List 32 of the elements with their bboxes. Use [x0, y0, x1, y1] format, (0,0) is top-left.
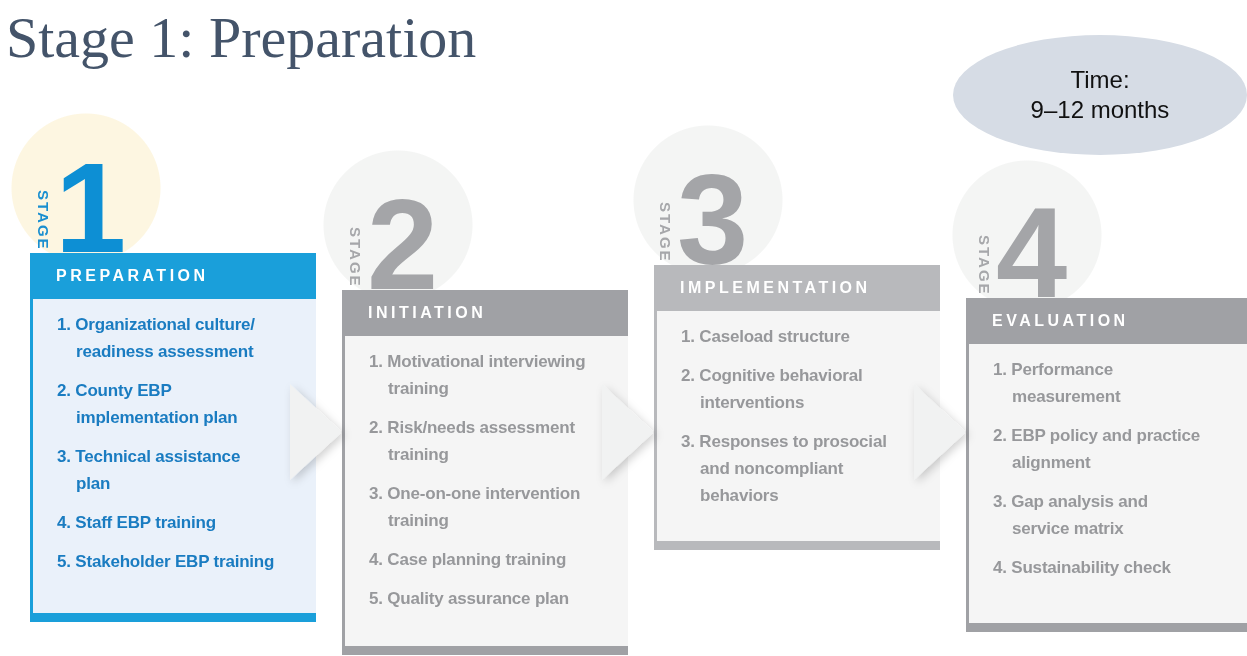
- list-item: 2. Cognitive behavioral interventions: [681, 365, 864, 414]
- card-header: PREPARATION: [30, 253, 316, 299]
- list-item: 2. EBP policy and practice alignment: [993, 425, 1202, 474]
- stage-label: STAGE: [347, 227, 364, 288]
- stage-card: [654, 265, 940, 550]
- list-item: 3. Technical assistance plan: [57, 446, 242, 495]
- list-item: 4. Staff EBP training: [57, 512, 217, 534]
- time-text: Time:: [1070, 65, 1130, 95]
- list-item: 2. Risk/needs assessment training: [369, 417, 576, 466]
- stage-card: [342, 290, 628, 655]
- list-item: 5. Stakeholder EBP training: [57, 551, 276, 573]
- stage-label: STAGE: [35, 190, 52, 251]
- list-item: 3. One-on-one intervention training: [369, 483, 582, 532]
- title: Stage 1: Preparation: [6, 4, 477, 71]
- list-item: 1. Caseload structure: [681, 326, 851, 348]
- list-item: 2. County EBP implementation plan: [57, 380, 239, 429]
- list-item: 5. Quality assurance plan: [369, 588, 571, 610]
- time-text: 9–12 months: [1030, 95, 1170, 125]
- stage-card: [966, 298, 1247, 632]
- list-item: 1. Motivational interviewing training: [369, 351, 587, 400]
- list-item: 3. Gap analysis and service matrix: [993, 491, 1149, 540]
- stage-label: STAGE: [976, 235, 993, 296]
- list-item: 3. Responses to prosocial and noncompliant behaviors: [681, 431, 888, 507]
- card-header: IMPLEMENTATION: [654, 265, 940, 311]
- stage-card: [30, 253, 316, 622]
- card-header: INITIATION: [342, 290, 628, 336]
- list-item: 1. Performance measurement: [993, 359, 1122, 408]
- list-item: 1. Organizational culture/ readiness assessment: [57, 314, 256, 363]
- list-item: 4. Sustainability check: [993, 557, 1172, 579]
- card-header: EVALUATION: [966, 298, 1247, 344]
- list-item: 4. Case planning training: [369, 549, 568, 571]
- stage-label: STAGE: [657, 202, 674, 263]
